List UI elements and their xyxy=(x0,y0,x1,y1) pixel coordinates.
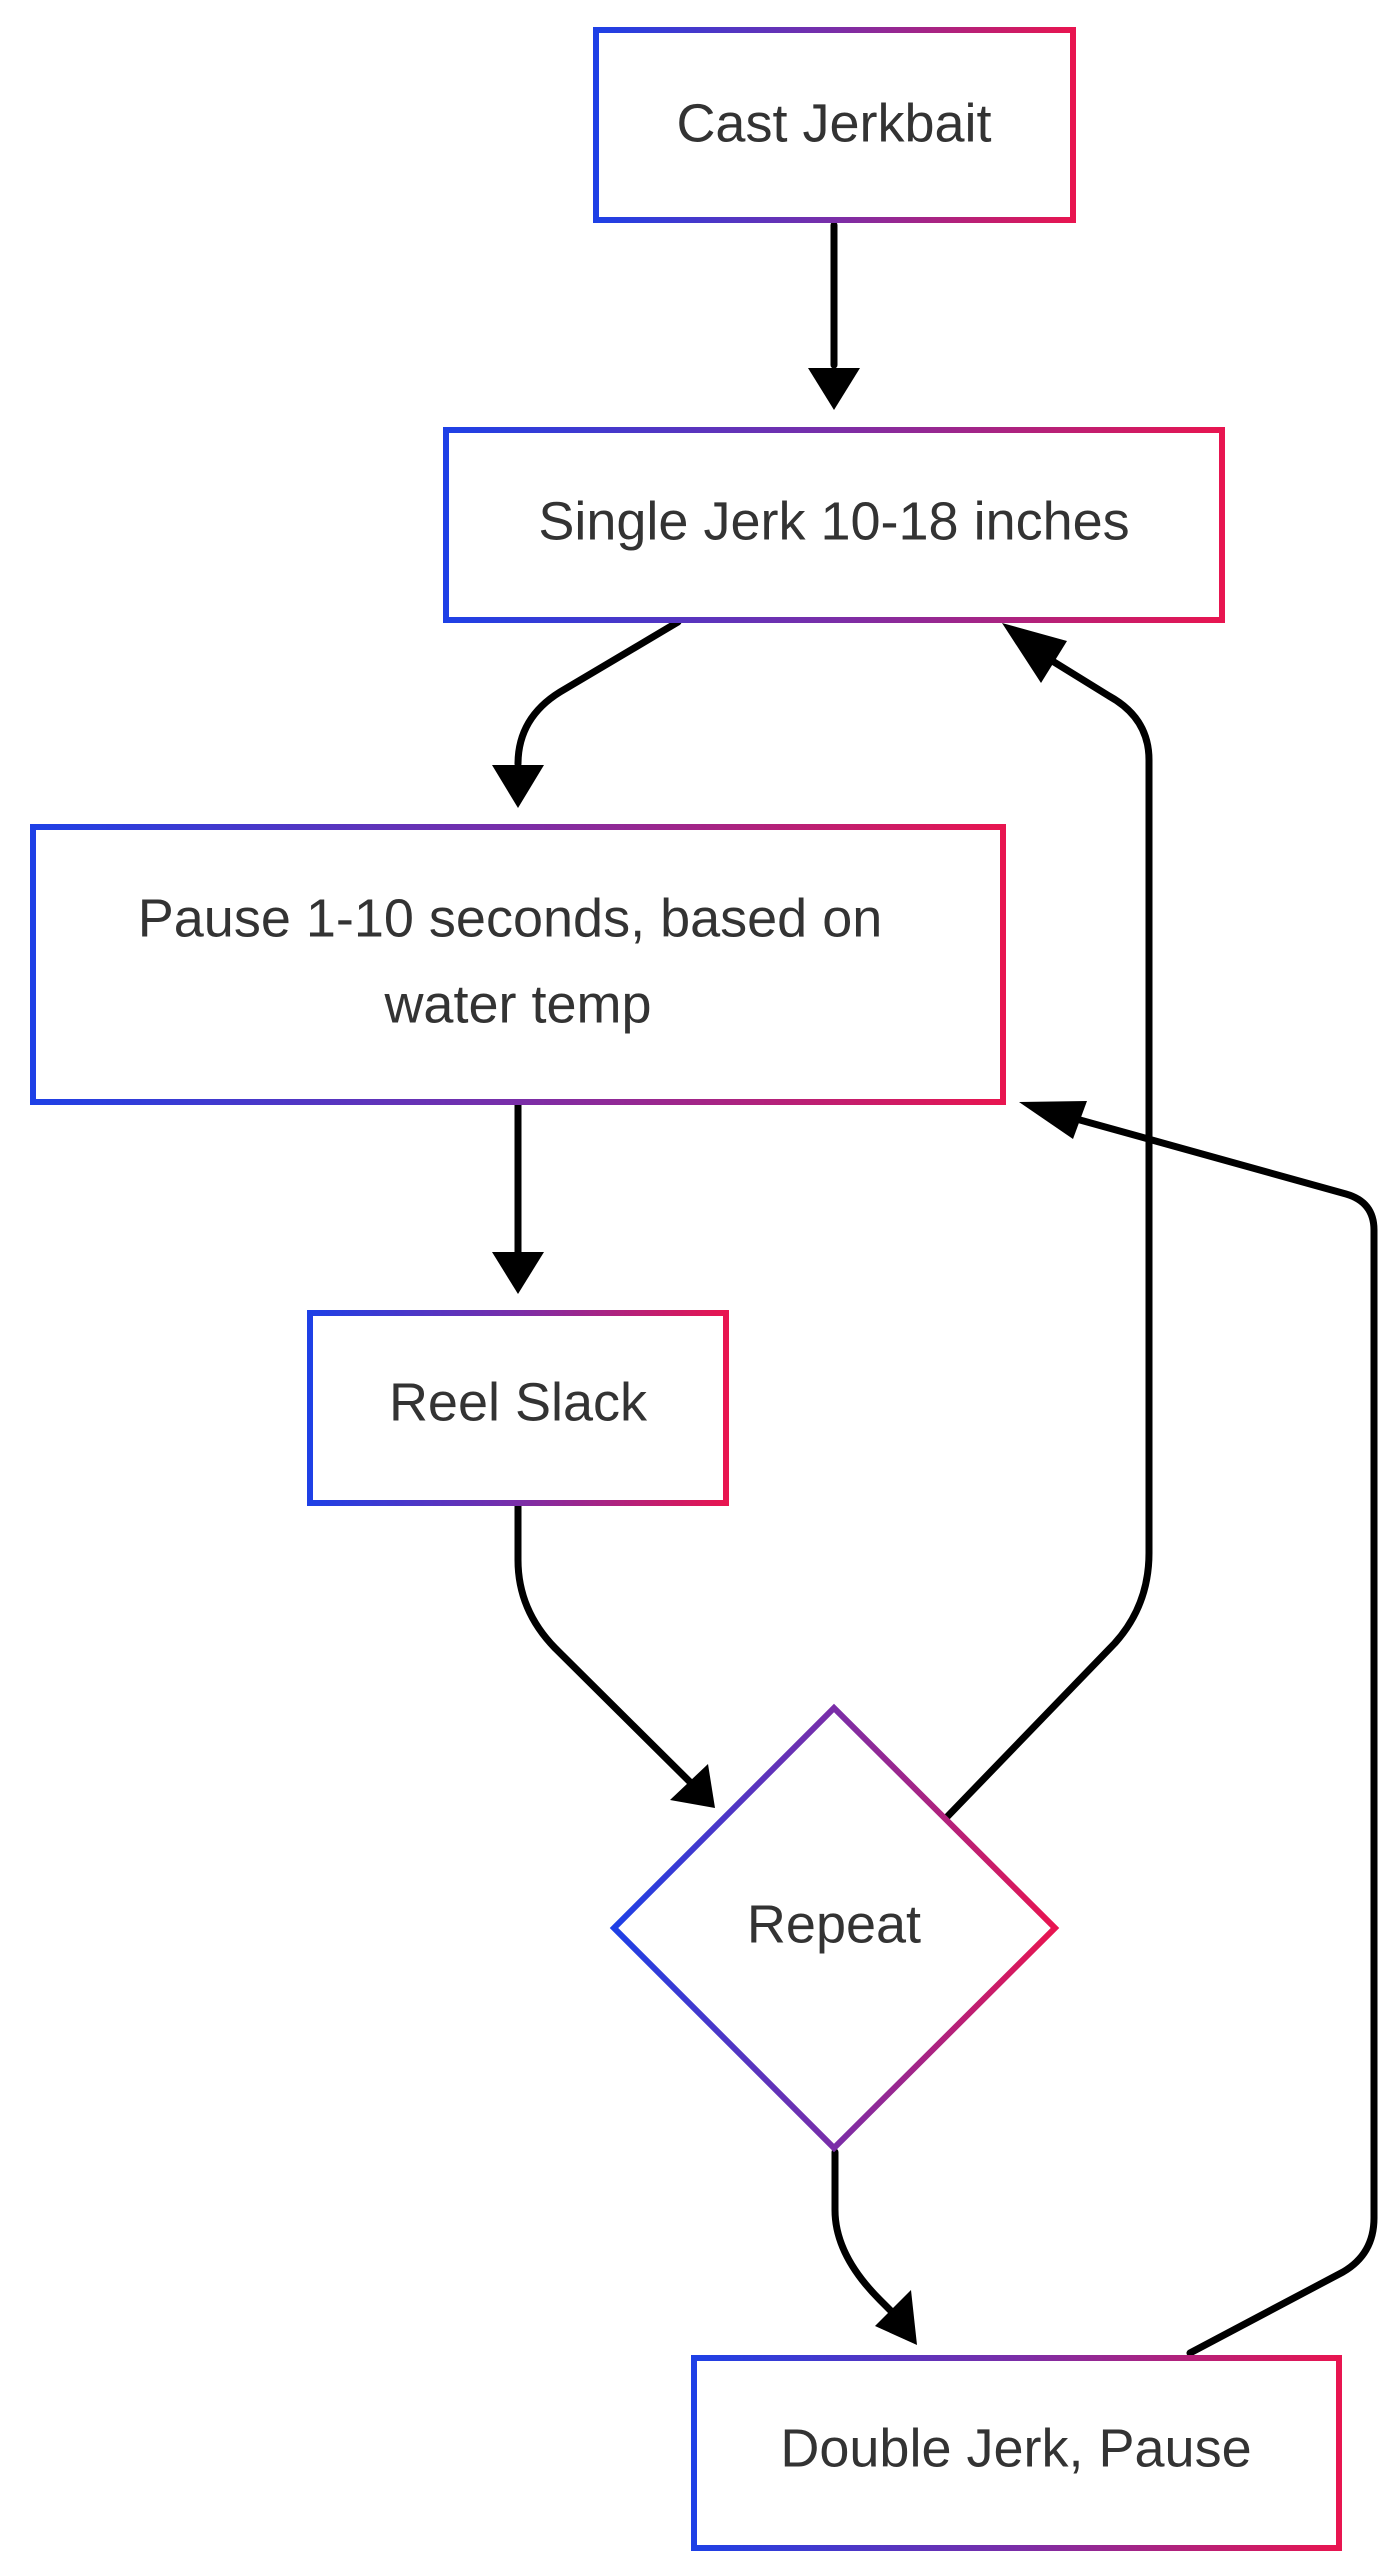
node-double-jerk-label: Double Jerk, Pause xyxy=(780,2418,1251,2478)
arrowhead-cast-to-single xyxy=(808,368,860,410)
edge-repeat-to-single xyxy=(942,658,1153,1822)
edge-double-to-pause xyxy=(1076,1116,1378,2357)
node-reel-slack-label: Reel Slack xyxy=(389,1372,648,1432)
node-pause-box xyxy=(30,824,1006,1105)
node-single-jerk-box xyxy=(443,427,1225,623)
node-double-jerk-box xyxy=(691,2355,1342,2551)
node-repeat-decision[interactable]: Repeat xyxy=(609,1703,1060,2153)
node-reel-slack[interactable]: Reel Slack xyxy=(307,1310,729,1506)
node-repeat-label: Repeat xyxy=(747,1894,921,1954)
arrowhead-repeat-to-single xyxy=(1002,623,1067,683)
edge-reel-to-repeat xyxy=(514,1499,694,1786)
edges xyxy=(492,221,1378,2357)
node-cast-jerkbait-label: Cast Jerkbait xyxy=(676,93,991,153)
node-pause[interactable]: Pause 1-10 seconds, based on water temp xyxy=(30,824,1006,1105)
arrowhead-repeat-to-double xyxy=(875,2290,917,2345)
node-cast-jerkbait-box xyxy=(593,27,1076,223)
arrowhead-double-to-pause xyxy=(1019,1101,1087,1139)
edge-single-to-pause xyxy=(514,618,682,768)
node-single-jerk-label: Single Jerk 10-18 inches xyxy=(538,491,1129,551)
node-single-jerk[interactable]: Single Jerk 10-18 inches xyxy=(443,427,1225,623)
node-cast-jerkbait[interactable]: Cast Jerkbait xyxy=(593,27,1076,223)
arrowhead-reel-to-repeat xyxy=(670,1764,715,1808)
node-pause-label-line1: Pause 1-10 seconds, based on xyxy=(138,888,883,948)
arrowhead-pause-to-reel xyxy=(492,1252,544,1294)
arrowhead-single-to-pause xyxy=(492,765,544,808)
node-double-jerk[interactable]: Double Jerk, Pause xyxy=(691,2355,1342,2551)
node-repeat-diamond xyxy=(609,1703,1060,2153)
node-reel-slack-box xyxy=(307,1310,729,1506)
node-pause-label-line2: water temp xyxy=(383,974,651,1034)
edge-repeat-to-double xyxy=(831,2148,896,2316)
